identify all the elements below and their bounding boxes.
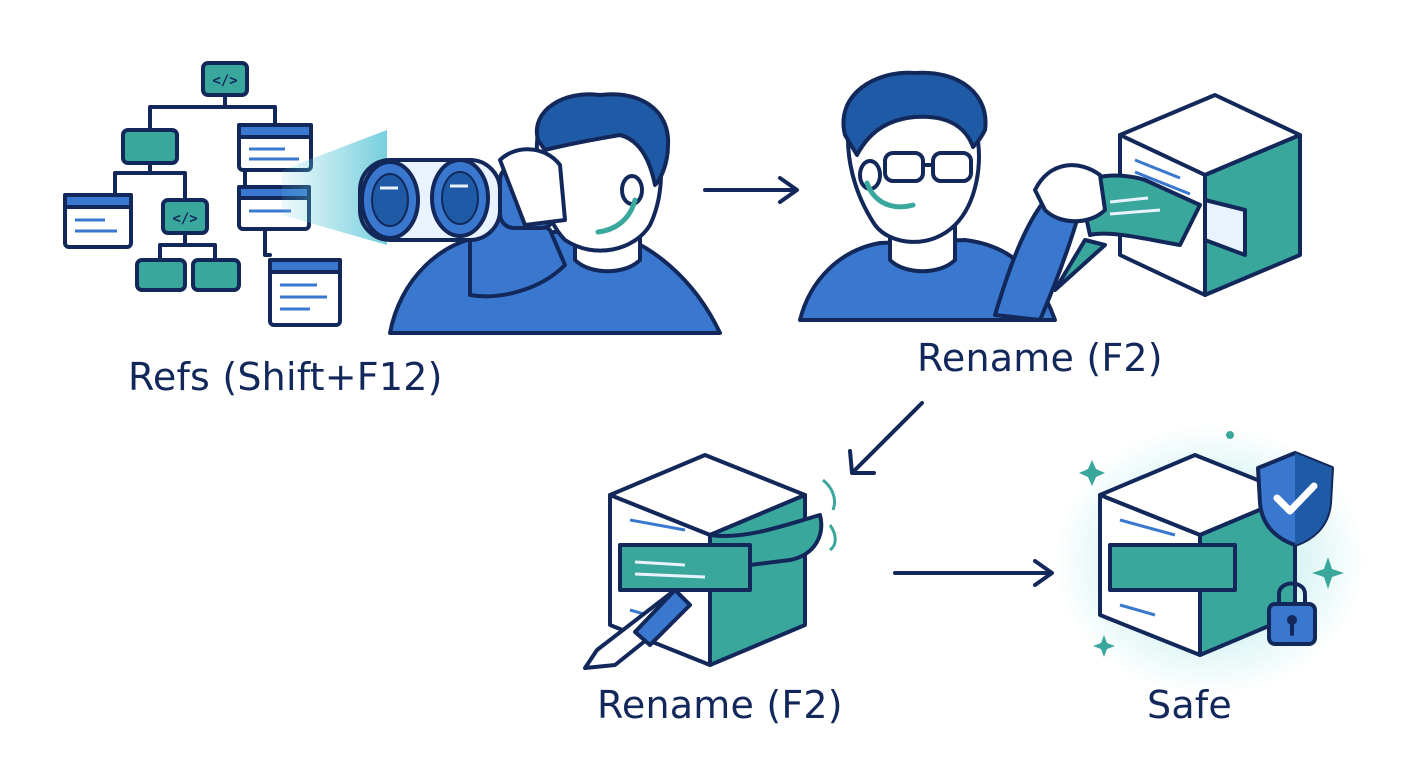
- person-rename-illustration: [798, 70, 1082, 322]
- arrow-right: [893, 559, 1054, 587]
- arrow-down-left: [848, 401, 924, 475]
- step-label-safe: Safe: [1147, 683, 1232, 727]
- code-node-label: </>: [172, 211, 197, 227]
- step-label-rename-top: Rename (F2): [917, 336, 1163, 380]
- pen-icon: [583, 588, 692, 670]
- step-label-rename-bottom: Rename (F2): [597, 683, 843, 727]
- arrow-right: [703, 176, 799, 204]
- shield-check-icon: [1256, 451, 1334, 547]
- person-binoculars-illustration: [358, 92, 722, 335]
- padlock-icon: [1267, 581, 1317, 646]
- code-tree-diagram: </> </>: [63, 61, 342, 327]
- binoculars-icon: [358, 158, 557, 242]
- code-node-label: </>: [212, 73, 237, 89]
- label-tag: [1033, 163, 1202, 292]
- sparkle-icon: [1079, 431, 1344, 657]
- code-window-icon: [63, 193, 133, 249]
- cube-icon: [583, 453, 837, 670]
- step-label-refs: Refs (Shift+F12): [128, 355, 443, 399]
- code-window-icon: [237, 123, 313, 172]
- code-window-icon: [268, 258, 342, 327]
